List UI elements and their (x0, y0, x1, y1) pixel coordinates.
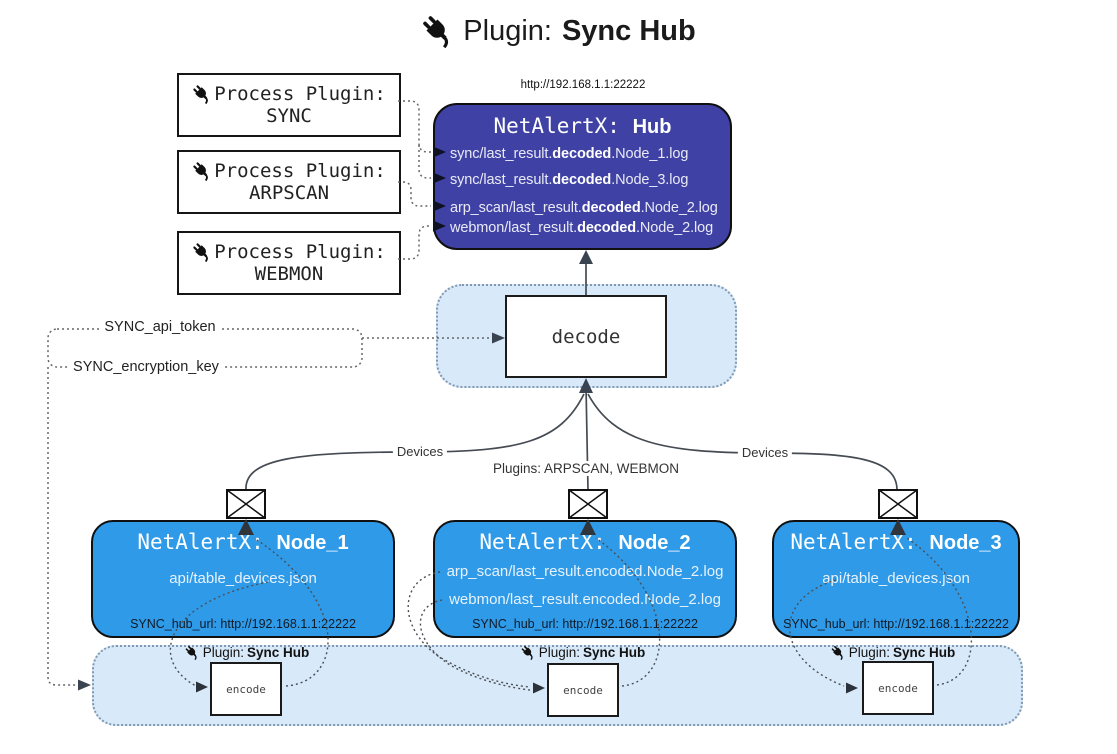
plug-icon (830, 645, 846, 660)
process-plugin-label: Process Plugin: (214, 241, 386, 263)
node-hub-url: SYNC_hub_url: http://192.168.1.1:22222 (130, 617, 356, 631)
process-plugin-box-webmon: Process Plugin: WEBMON (177, 231, 401, 295)
process-plugin-name: SYNC (266, 105, 312, 127)
process-plugin-label: Process Plugin: (214, 160, 386, 182)
node-file-line: webmon/last_result.encoded.Node_2.log (449, 591, 721, 608)
node-file-line: api/table_devices.json (822, 570, 970, 587)
hub-title-name: Hub (632, 116, 672, 138)
plug-icon (421, 14, 456, 48)
hub-log-line: sync/last_result.decoded.Node_1.log (450, 146, 689, 162)
envelope-icon (226, 489, 266, 519)
hub-log-line: arp_scan/last_result.decoded.Node_2.log (450, 200, 718, 216)
process-plugin-name: WEBMON (254, 263, 324, 285)
hub-title: NetAlertX: Hub (435, 114, 730, 139)
plug-icon (192, 161, 213, 181)
process-plugin-box-arpscan: Process Plugin: ARPSCAN (177, 150, 401, 214)
hub-box: NetAlertX: Hub sync/last_result.decoded.… (433, 103, 732, 250)
node-title: NetAlertX: Node_2 (479, 530, 691, 554)
decode-box: decode (505, 295, 667, 378)
process-plugin-name: ARPSCAN (248, 182, 330, 204)
node-file-line: arp_scan/last_result.encoded.Node_2.log (446, 563, 724, 580)
envelope-icon (568, 489, 608, 519)
edge-label-devices-left: Devices (392, 444, 448, 459)
plug-icon (184, 645, 200, 660)
encode-box: encode (862, 661, 934, 715)
hub-title-prefix: NetAlertX: (493, 114, 620, 138)
encode-box: encode (547, 663, 619, 717)
page-title: Plugin: Sync Hub (0, 14, 1117, 48)
page-title-prefix: Plugin: (463, 14, 552, 47)
envelope-icon (878, 489, 918, 519)
encode-box: encode (210, 662, 282, 716)
node-file-line: api/table_devices.json (169, 570, 317, 587)
page-title-name: Sync Hub (561, 14, 696, 47)
plug-icon (192, 242, 213, 262)
node-box-node-2: NetAlertX: Node_2 arp_scan/last_result.e… (433, 520, 737, 638)
hub-log-line: webmon/last_result.decoded.Node_2.log (450, 220, 714, 236)
encode-plugin-label: Plugin: Sync Hub (830, 645, 955, 660)
hub-url-label: http://192.168.1.1:22222 (520, 79, 646, 91)
node-box-node-3: NetAlertX: Node_3 api/table_devices.json… (772, 520, 1020, 638)
secret-encryption-key-label: SYNC_encryption_key (69, 359, 223, 375)
plug-icon (520, 645, 536, 660)
encode-plugin-label: Plugin: Sync Hub (520, 645, 645, 660)
node-hub-url: SYNC_hub_url: http://192.168.1.1:22222 (472, 617, 698, 631)
secret-api-token-label: SYNC_api_token (100, 319, 220, 335)
node-title: NetAlertX: Node_1 (137, 530, 349, 554)
encode-plugin-label: Plugin: Sync Hub (184, 645, 309, 660)
process-plugin-label: Process Plugin: (214, 83, 386, 105)
hub-log-line: sync/last_result.decoded.Node_3.log (450, 172, 689, 188)
node-box-node-1: NetAlertX: Node_1 api/table_devices.json… (91, 520, 395, 638)
plug-icon (192, 84, 213, 104)
node-title: NetAlertX: Node_3 (790, 530, 1002, 554)
node-hub-url: SYNC_hub_url: http://192.168.1.1:22222 (783, 617, 1009, 631)
edge-label-plugins: Plugins: ARPSCAN, WEBMON (488, 461, 684, 476)
edge-label-devices-right: Devices (737, 445, 793, 460)
process-plugin-box-sync: Process Plugin: SYNC (177, 73, 401, 137)
